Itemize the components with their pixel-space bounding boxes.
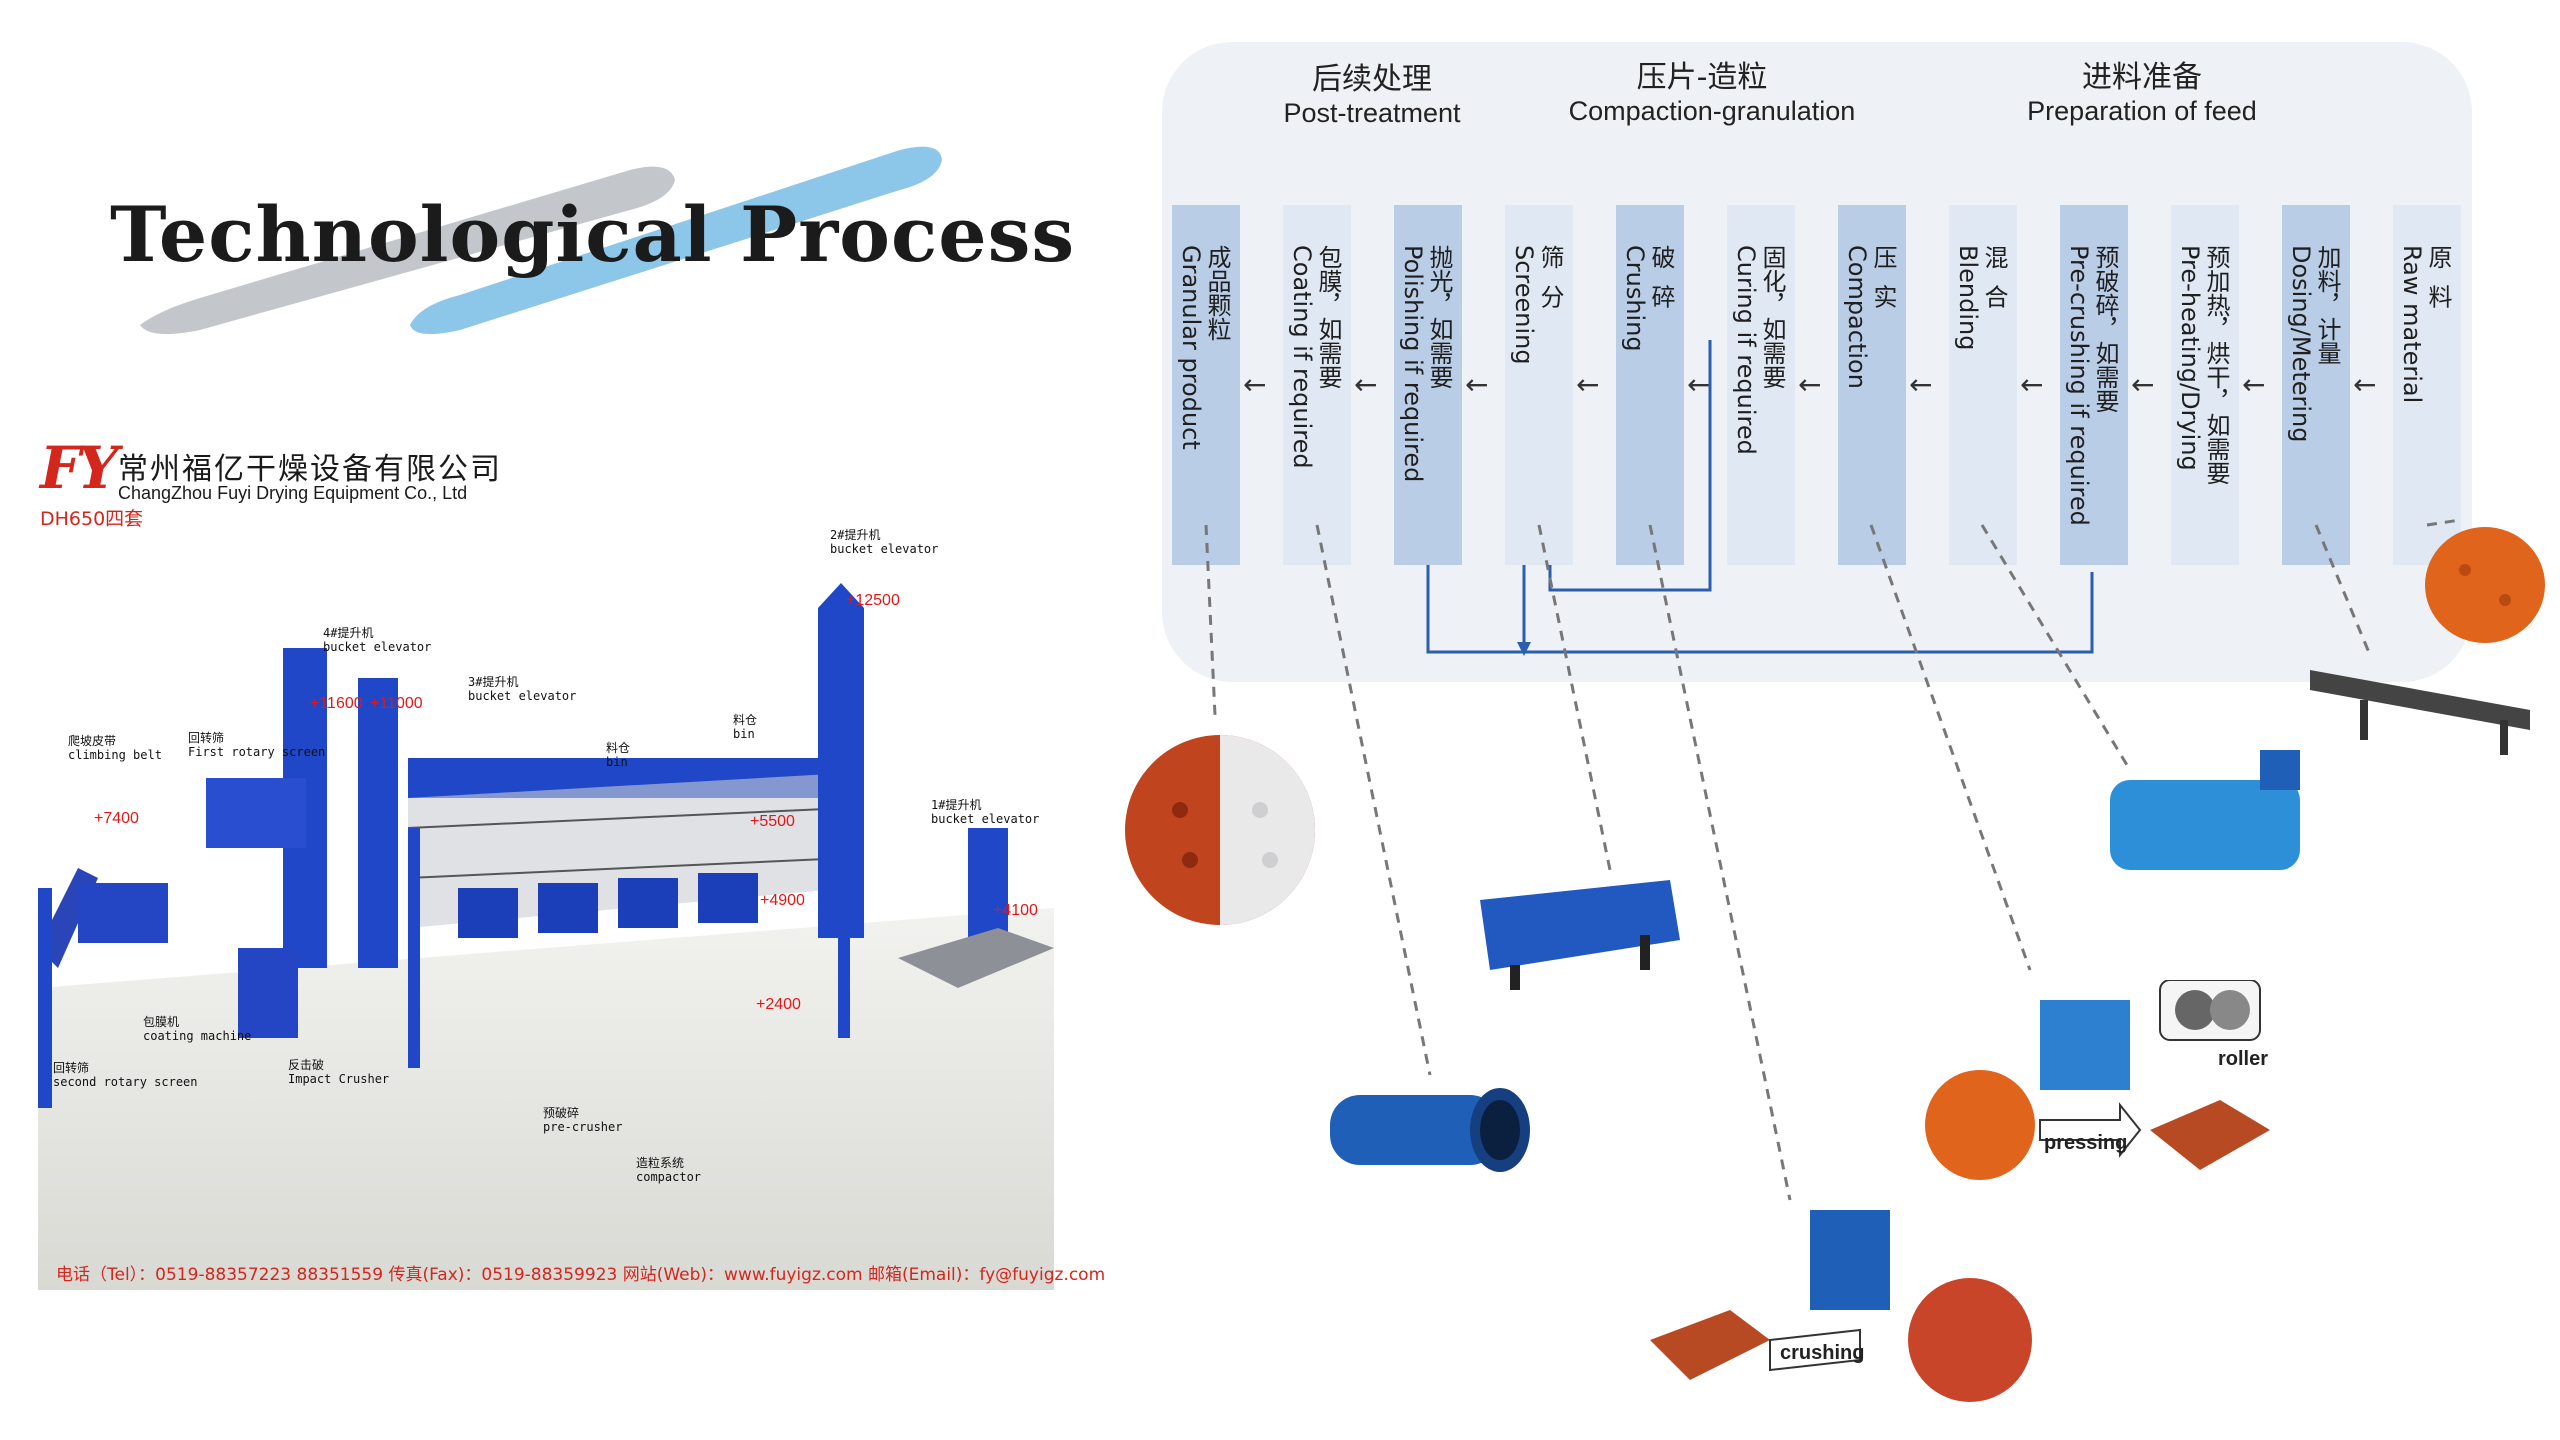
flow-arrow-icon: ←	[1354, 368, 1378, 401]
step-crushing: 破 碎 Crushing	[1616, 205, 1684, 565]
step-raw-material: 原 料 Raw material	[2393, 205, 2461, 565]
label-climbing-belt: 爬坡皮带 climbing belt	[68, 734, 162, 762]
step-label: 压 实 Compaction	[1843, 245, 1897, 389]
label-elevator-4: 4#提升机 bucket elevator	[323, 626, 432, 654]
contact-footer: 电话（Tel）：0519-88357223 88351559 传真(Fax)：0…	[56, 1265, 1106, 1285]
dosing-belt-image	[2310, 670, 2530, 755]
company-name-cn: 常州福亿干燥设备有限公司	[118, 452, 502, 487]
step-screening: 筛 分 Screening	[1505, 205, 1573, 565]
flow-arrow-icon: ←	[2242, 368, 2266, 401]
elevation-4100: +4100	[993, 902, 1038, 919]
granular-product-image	[1125, 735, 1315, 925]
elevation-5500: +5500	[750, 813, 795, 830]
step-label: 成品颗粒 Granular product	[1177, 245, 1231, 450]
page-title: Technological Process	[110, 190, 1076, 279]
step-label: 破 碎 Crushing	[1621, 245, 1675, 352]
recycle-flow-lines	[1426, 340, 2094, 656]
elevation-4900: +4900	[760, 892, 805, 909]
elevator-1-shape	[968, 828, 1008, 948]
step-curing: 固化，如需要 Curing if required	[1727, 205, 1795, 565]
title-brush-strokes	[140, 146, 942, 334]
label-bin-2: 料仓 bin	[606, 741, 631, 769]
plant-3d-illustration: 2#提升机 bucket elevator 4#提升机 bucket eleva…	[38, 528, 1054, 1290]
step-label: 筛 分 Screening	[1510, 245, 1564, 365]
pressing-label: pressing	[2044, 1132, 2128, 1154]
elevation-11000: +11000	[370, 695, 423, 712]
step-pre-heating: 预加热，烘干，如需要 Pre-heating/Drying	[2171, 205, 2239, 565]
rotary-screen-image	[1480, 880, 1680, 990]
step-label: 包膜，如需要 Coating if required	[1288, 245, 1342, 469]
elevation-11600: +11600	[310, 695, 363, 712]
stage-post-treatment-en: Post-treatment	[1283, 98, 1461, 128]
stage-post-treatment-cn: 后续处理	[1312, 62, 1432, 97]
elevator-3-shape	[358, 678, 398, 968]
label-pre-crusher: 预破碎 pre-crusher	[543, 1106, 623, 1134]
step-compaction: 压 实 Compaction	[1838, 205, 1906, 565]
label-bin-1: 料仓 bin	[733, 713, 758, 741]
flow-arrow-icon: ←	[2020, 368, 2044, 401]
first-screen-shape	[78, 883, 168, 943]
label-compactor: 造粒系统 compactor	[636, 1156, 702, 1184]
label-second-screen: 回转筛 second rotary screen	[53, 1061, 198, 1089]
crushing-illustration	[1650, 1210, 2032, 1402]
label-first-screen: 回转筛 First rotary screen	[188, 731, 326, 759]
label-elevator-2: 2#提升机 bucket elevator	[830, 528, 939, 556]
step-polishing: 抛光，如需要 Polishing if required	[1394, 205, 1462, 565]
elevation-2400: +2400	[756, 996, 801, 1013]
step-label: 加料，计量 Dosing/Metering	[2287, 245, 2341, 443]
step-label: 预破碎，如需要 Pre-crushing if required	[2065, 245, 2119, 526]
elevator-2-shape	[818, 608, 864, 938]
model-label: DH650四套	[40, 508, 144, 530]
stage-compaction-en: Compaction-granulation	[1568, 96, 1856, 126]
step-pre-crushing: 预破碎，如需要 Pre-crushing if required	[2060, 205, 2128, 565]
coating-drum-image	[1330, 1088, 1530, 1172]
flow-arrow-icon: ←	[2131, 368, 2155, 401]
step-coating: 包膜，如需要 Coating if required	[1283, 205, 1351, 565]
flow-arrow-icon: ←	[1687, 368, 1711, 401]
step-label: 混 合 Blending	[1954, 245, 2008, 351]
plant-drawing	[38, 583, 1054, 1290]
elevation-12500: +12500	[846, 592, 900, 609]
stage-feed-cn: 进料准备	[2082, 60, 2202, 95]
elevation-7400: +7400	[94, 810, 139, 827]
step-dosing: 加料，计量 Dosing/Metering	[2282, 205, 2350, 565]
stage-compaction-cn: 压片-造粒	[1636, 60, 1768, 95]
flow-arrow-icon: ←	[2353, 368, 2377, 401]
flow-arrow-icon: ←	[1243, 368, 1267, 401]
company-name-en: ChangZhou Fuyi Drying Equipment Co., Ltd	[118, 483, 468, 503]
label-elevator-3: 3#提升机 bucket elevator	[468, 675, 577, 703]
flow-arrow-icon: ←	[1798, 368, 1822, 401]
mixer-image	[2110, 750, 2300, 870]
flow-arrow-icon: ←	[1909, 368, 1933, 401]
flow-arrow-icon: ←	[1465, 368, 1489, 401]
roller-label: roller	[2218, 1048, 2269, 1070]
label-impact-crusher: 反击破 Impact Crusher	[288, 1058, 390, 1086]
step-blending: 混 合 Blending	[1949, 205, 2017, 565]
step-label: 原 料 Raw material	[2398, 245, 2452, 404]
crushing-label: crushing	[1780, 1342, 1865, 1364]
step-granular-product: 成品颗粒 Granular product	[1172, 205, 1240, 565]
label-coating-machine: 包膜机 coating machine	[143, 1015, 252, 1043]
compactor-illustration	[1925, 980, 2270, 1180]
step-label: 抛光，如需要 Polishing if required	[1399, 245, 1453, 483]
stage-feed-en: Preparation of feed	[2027, 96, 2257, 126]
coating-machine-shape	[238, 948, 298, 1038]
raw-material-image	[2425, 527, 2545, 643]
step-label: 预加热，烘干，如需要 Pre-heating/Drying	[2176, 245, 2230, 485]
process-flow-panel: 后续处理 Post-treatment 压片-造粒 Compaction-gra…	[1162, 42, 2472, 682]
label-elevator-1: 1#提升机 bucket elevator	[931, 798, 1040, 826]
step-label: 固化，如需要 Curing if required	[1732, 245, 1786, 455]
flow-arrow-icon: ←	[1576, 368, 1600, 401]
company-logo: FY	[40, 434, 119, 502]
